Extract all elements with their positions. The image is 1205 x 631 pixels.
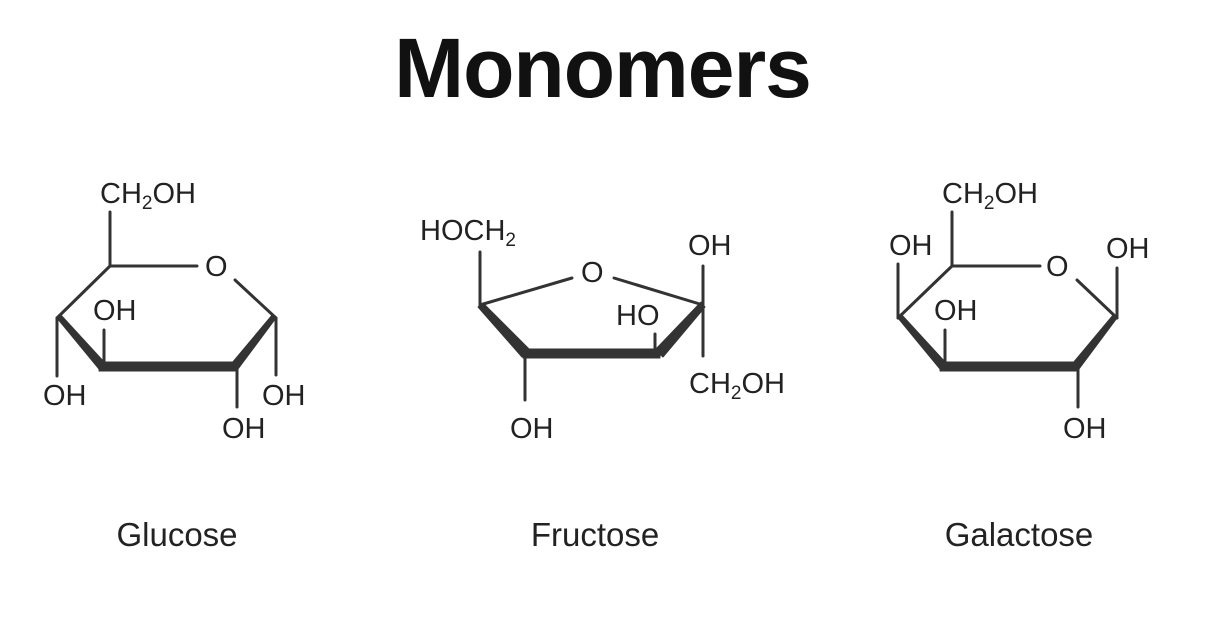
glucose-c2-oh-label: OH [222, 413, 266, 445]
galactose-wedge-c2-c1 [1072, 313, 1118, 370]
galactose-name: Galactose [945, 516, 1094, 553]
fructose-wedge-c5-c4 [477, 302, 531, 358]
glucose-ring-oxygen: O [205, 251, 228, 283]
glucose-wedge-c2-c1 [231, 313, 277, 370]
galactose-c3-oh-label: OH [934, 295, 978, 327]
fructose-c3-ho-label: HO [616, 300, 660, 332]
glucose-c5-c4-bond [55, 264, 112, 320]
fructose-c5-o-bond [478, 276, 574, 307]
galactose-structure: CH2OH OH OH O OH OH Galactose [889, 178, 1150, 553]
glucose-c3-oh-label: OH [93, 295, 137, 327]
glucose-bold-c3-c2 [98, 361, 238, 372]
fructose-c4-oh-label: OH [510, 413, 554, 445]
glucose-c4-oh-label: OH [43, 380, 87, 412]
glucose-name: Glucose [116, 516, 237, 553]
fructose-name: Fructose [531, 516, 659, 553]
glucose-o-c1-bond [233, 278, 278, 320]
fructose-bold-c4-c3 [522, 348, 661, 359]
glucose-structure: CH2OH O OH OH OH OH Glucose [43, 178, 306, 553]
galactose-bold-c3-c2 [939, 361, 1079, 372]
glucose-c1-oh-label: OH [262, 380, 306, 412]
fructose-structure: HOCH2 O OH HO OH CH2OH Fructose [420, 215, 785, 553]
glucose-ch2oh-label: CH2OH [100, 178, 196, 214]
fructose-c2-oh-label: OH [688, 230, 732, 262]
fructose-wedge-c3-c2 [654, 301, 706, 358]
galactose-ring-oxygen: O [1046, 251, 1069, 283]
page-title: Monomers [394, 21, 812, 115]
fructose-o-c2-bond [612, 276, 705, 307]
fructose-ring-oxygen: O [581, 257, 604, 289]
fructose-ch2oh-label: CH2OH [689, 368, 785, 404]
galactose-c4-oh-label: OH [889, 230, 933, 262]
galactose-c5-c4-bond [896, 264, 954, 320]
fructose-hoch2-label: HOCH2 [420, 215, 516, 251]
galactose-ch2oh-label: CH2OH [942, 178, 1038, 214]
galactose-c2-oh-label: OH [1063, 413, 1107, 445]
galactose-c1-oh-label: OH [1106, 233, 1150, 265]
galactose-o-c1-bond [1075, 278, 1119, 320]
